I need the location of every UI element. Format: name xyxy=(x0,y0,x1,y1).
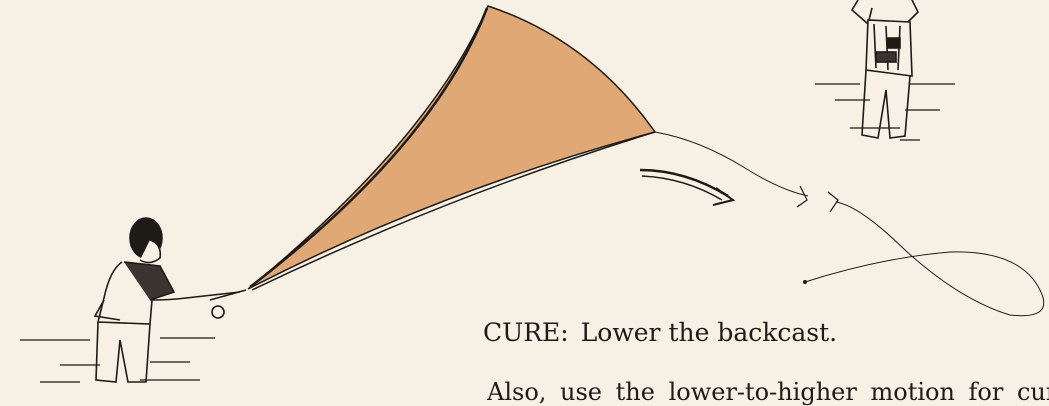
motion-arrow-icon xyxy=(640,170,733,205)
fly xyxy=(803,280,807,284)
fly-line xyxy=(655,132,808,196)
fly-line-loop xyxy=(805,202,1044,316)
line-break-marks xyxy=(797,186,838,212)
cure-caption: CURE: Lower the backcast. xyxy=(483,318,837,347)
cure-text: Lower the backcast. xyxy=(581,318,837,347)
cure-label: CURE: xyxy=(483,318,569,347)
rod-arc-cone xyxy=(248,6,655,289)
body-text-partial: Also, use the lower-to-higher motion for… xyxy=(487,378,1049,406)
angler-right xyxy=(852,0,918,138)
angler-left xyxy=(95,218,246,382)
